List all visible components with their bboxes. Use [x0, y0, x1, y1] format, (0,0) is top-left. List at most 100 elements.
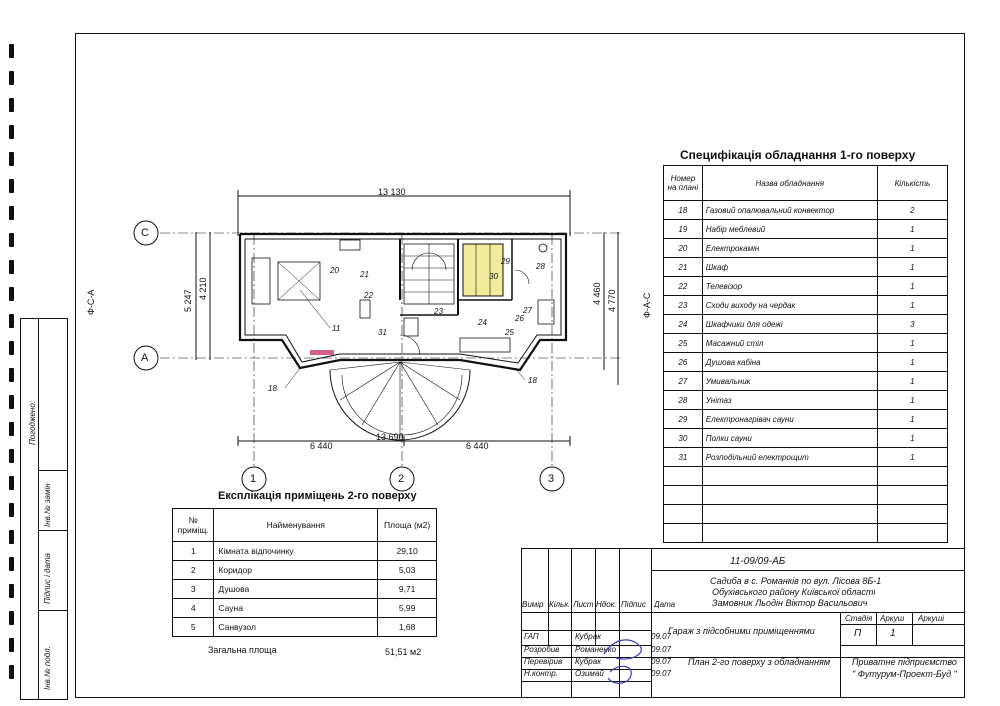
- spec-qty: 1: [876, 390, 949, 410]
- binder-hole: [9, 665, 14, 679]
- stamp-org-1: Приватне підприємство: [852, 657, 957, 667]
- stamp-col-doc: Ндок.: [596, 600, 617, 609]
- stamp-person-name: Романенко: [575, 645, 617, 654]
- dim-v2: 4 210: [198, 277, 208, 300]
- binder-hole: [9, 206, 14, 220]
- spec-num: 26: [663, 352, 703, 372]
- binder-hole: [9, 260, 14, 274]
- spec-qty: 1: [876, 276, 949, 296]
- spec-name: Набір меблевий: [701, 219, 878, 239]
- dim-bottom-right: 6 440: [466, 441, 489, 451]
- spec-num: 23: [663, 295, 703, 315]
- expl-area: 29,10: [377, 541, 437, 561]
- axis-2: 2: [398, 473, 405, 485]
- spec-table: Номер на плані Назва обладнання Кількіст…: [663, 165, 949, 543]
- plan-tag: 24: [478, 318, 487, 327]
- expl-area: 5,99: [377, 598, 437, 618]
- spec-name: Електронагрівач сауни: [701, 409, 878, 429]
- spec-num: 27: [663, 371, 703, 391]
- stamp-col-count: Кільк.: [549, 600, 571, 609]
- spec-qty: 1: [876, 333, 949, 353]
- stamp-sheet-title: План 2-го поверху з обладнанням: [688, 657, 831, 667]
- spec-qty: 2: [876, 200, 949, 220]
- spec-name: Унітаз: [701, 390, 878, 410]
- plan-tag: 18: [528, 376, 537, 385]
- dim-v4: 4 770: [607, 289, 617, 312]
- binder-hole: [9, 233, 14, 247]
- spec-empty-row: [663, 523, 949, 543]
- binder-hole: [9, 476, 14, 490]
- expl-name: Сауна: [213, 598, 379, 618]
- stamp-col-sign: Підпис: [621, 600, 646, 609]
- plan-tag: 31: [378, 328, 387, 337]
- spec-num: 24: [663, 314, 703, 334]
- axis-c: С: [141, 227, 149, 239]
- side-strip: [20, 318, 68, 700]
- stamp-person-date: 09.07: [651, 632, 672, 641]
- expl-header-num: № приміщ.: [171, 508, 215, 542]
- stamp-person-date: 09.07: [651, 657, 672, 666]
- expl-name: Коридор: [213, 560, 379, 580]
- signature-marks: [603, 639, 642, 684]
- expl-title: Експлікація приміщень 2-го поверху: [218, 490, 417, 502]
- binder-hole: [9, 71, 14, 85]
- stamp-address-2: Обухівського району Київської області: [712, 587, 876, 597]
- binder-hole: [9, 44, 14, 58]
- binder-hole: [9, 395, 14, 409]
- dim-bottom: 13 690: [376, 432, 404, 442]
- spec-qty: 1: [876, 219, 949, 239]
- plan-tag: 23: [434, 307, 443, 316]
- stamp-sheets-header: Аркуші: [918, 614, 944, 623]
- spec-name: Газовий опалювальний конвектор: [701, 200, 878, 220]
- stamp-person-role: Перевірив: [524, 657, 563, 666]
- stamp-col-measure: Вимір: [522, 600, 544, 609]
- spec-title: Специфікація обладнання 1-го поверху: [680, 148, 916, 162]
- stamp-object: Гараж з підсобними приміщеннями: [668, 626, 815, 636]
- spec-qty: 1: [876, 238, 949, 258]
- spec-empty-row: [663, 504, 949, 524]
- expl-header-name: Найменування: [213, 508, 379, 542]
- expl-name: Душова: [213, 579, 379, 599]
- spec-name: Полки сауни: [701, 428, 878, 448]
- expl-name: Санвузол: [213, 617, 379, 637]
- plan-tag: 20: [330, 266, 339, 275]
- plan-tag: 11: [332, 324, 341, 333]
- axis-3: 3: [548, 473, 555, 485]
- binder-hole: [9, 638, 14, 652]
- binder-hole: [9, 557, 14, 571]
- spec-name: Шкаф: [701, 257, 878, 277]
- spec-name: Телевізор: [701, 276, 878, 296]
- binder-hole: [9, 179, 14, 193]
- plan-tag: 18: [268, 384, 277, 393]
- binder-hole: [9, 530, 14, 544]
- expl-num: 5: [171, 617, 215, 637]
- spec-qty: 1: [876, 295, 949, 315]
- expl-num: 4: [171, 598, 215, 618]
- plan-tag: 25: [505, 328, 514, 337]
- expl-area: 1,68: [377, 617, 437, 637]
- spec-num: 25: [663, 333, 703, 353]
- stamp-col-sheet: Лист: [573, 600, 594, 609]
- title-block: [521, 548, 965, 698]
- stamp-sheet-value: 1: [890, 628, 896, 639]
- expl-area: 9,71: [377, 579, 437, 599]
- stamp-address-3: Замовник Льодін Віктор Васильович: [712, 598, 868, 608]
- stamp-col-date: Дата: [654, 600, 676, 609]
- binder-hole: [9, 422, 14, 436]
- spec-name: Шкафчики для одежі: [701, 314, 878, 334]
- spec-name: Електрокамін: [701, 238, 878, 258]
- stamp-person-role: ГАП: [524, 632, 539, 641]
- stamp-person-role: Н.контр.: [524, 669, 558, 678]
- stamp-address-1: Садиба в с. Романків по вул. Лісова 8Б-1: [710, 576, 882, 586]
- spec-num: 29: [663, 409, 703, 429]
- stamp-stage-value: П: [854, 628, 862, 639]
- plan-tag: 30: [489, 272, 498, 281]
- side-strip-rule: [38, 530, 68, 531]
- binder-hole: [9, 584, 14, 598]
